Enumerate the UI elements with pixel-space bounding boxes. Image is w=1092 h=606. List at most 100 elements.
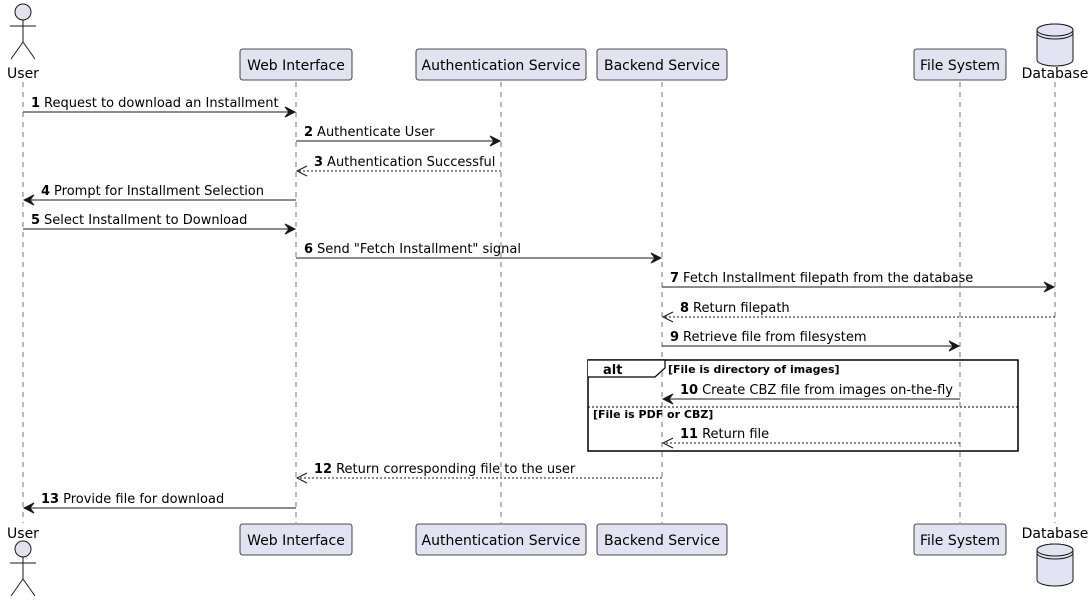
message-text: Return filepath [693, 301, 790, 316]
actor-head-icon [14, 540, 32, 558]
message-6: 6 Send "Fetch Installment" signal [296, 242, 663, 264]
message-text: Select Installment to Download [44, 213, 247, 228]
participant-web-top: Web Interface [239, 48, 353, 81]
participant-box [913, 48, 1007, 81]
message-11: 11 Return file [661, 427, 960, 449]
open-arrowhead-icon [661, 437, 674, 449]
participant-label-db: Database [1022, 526, 1089, 542]
message-number: 11 [680, 427, 698, 442]
filled-arrowhead-icon [650, 252, 663, 264]
participant-label-db: Database [1022, 66, 1089, 82]
participant-box [913, 523, 1007, 556]
message-text: Retrieve file from filesystem [683, 330, 866, 345]
participant-box [239, 48, 353, 81]
participant-fs-bottom: File System [913, 523, 1007, 556]
participant-label-backend: Backend Service [604, 533, 720, 549]
actor-head-icon [14, 3, 32, 21]
message-label: 7 Fetch Installment filepath from the dat… [670, 271, 973, 286]
open-arrowhead-icon [661, 311, 674, 323]
message-number: 4 [41, 184, 50, 199]
database-db: Database [1022, 23, 1089, 82]
message-number: 7 [670, 271, 679, 286]
message-label: 6 Send "Fetch Installment" signal [304, 242, 521, 257]
open-arrowhead-icon [295, 165, 308, 177]
participant-box [596, 48, 728, 81]
participant-web-bottom: Web Interface [239, 523, 353, 556]
message-7: 7 Fetch Installment filepath from the dat… [662, 271, 1056, 293]
participant-label-web: Web Interface [247, 533, 345, 549]
alt-tab [588, 359, 666, 378]
message-text: Return corresponding file to the user [336, 462, 576, 477]
alt-condition: [File is PDF or CBZ] [593, 408, 713, 421]
message-13: 13 Provide file for download [22, 492, 296, 514]
participant-box [596, 523, 728, 556]
filled-arrowhead-icon [22, 502, 35, 514]
message-label: 2 Authenticate User [304, 125, 435, 140]
participant-label-fs: File System [920, 58, 1000, 74]
participant-box [415, 523, 587, 556]
participant-box [239, 523, 353, 556]
message-text: Authenticate User [317, 125, 435, 140]
message-text: Return file [702, 427, 769, 442]
actor-user: User [7, 3, 39, 82]
message-label: 1 Request to download an Installment [31, 96, 279, 111]
filled-arrowhead-icon [284, 106, 297, 118]
message-label: 12 Return corresponding file to the user [314, 462, 576, 477]
database-db: Database [1022, 526, 1089, 587]
message-4: 4 Prompt for Installment Selection [22, 184, 296, 206]
filled-arrowhead-icon [22, 194, 35, 206]
message-number: 5 [31, 213, 40, 228]
message-number: 3 [314, 155, 323, 170]
filled-arrowhead-icon [489, 135, 502, 147]
filled-arrowhead-icon [948, 340, 961, 352]
message-text: Provide file for download [63, 492, 224, 507]
message-text: Authentication Successful [327, 155, 495, 170]
message-text: Create CBZ file from images on-the-fly [702, 383, 953, 398]
message-number: 12 [314, 462, 332, 477]
participant-label-auth: Authentication Service [422, 533, 581, 549]
participant-label-auth: Authentication Service [422, 58, 581, 74]
message-3: 3 Authentication Successful [295, 155, 501, 177]
message-number: 13 [41, 492, 59, 507]
filled-arrowhead-icon [661, 393, 674, 405]
message-text: Fetch Installment filepath from the data… [683, 271, 973, 286]
message-text: Request to download an Installment [44, 96, 279, 111]
alt-keyword: alt [603, 363, 622, 378]
alt-condition: [File is directory of images] [668, 363, 840, 376]
message-12: 12 Return corresponding file to the user [295, 462, 662, 484]
message-number: 2 [304, 125, 313, 140]
message-label: 5 Select Installment to Download [31, 213, 247, 228]
message-2: 2 Authenticate User [296, 125, 502, 147]
message-label: 4 Prompt for Installment Selection [41, 184, 264, 199]
participant-label-fs: File System [920, 533, 1000, 549]
message-text: Prompt for Installment Selection [54, 184, 264, 199]
filled-arrowhead-icon [1043, 281, 1056, 293]
message-8: 8 Return filepath [661, 301, 1055, 323]
message-9: 9 Retrieve file from filesystem [662, 330, 961, 352]
message-label: 11 Return file [680, 427, 769, 442]
message-label: 8 Return filepath [680, 301, 790, 316]
message-number: 8 [680, 301, 689, 316]
participant-label-user: User [7, 66, 39, 82]
message-number: 6 [304, 242, 313, 257]
participant-backend-top: Backend Service [596, 48, 728, 81]
participant-auth-top: Authentication Service [415, 48, 587, 81]
participant-label-web: Web Interface [247, 58, 345, 74]
participant-auth-bottom: Authentication Service [415, 523, 587, 556]
participant-label-user: User [7, 526, 39, 542]
message-text: Send "Fetch Installment" signal [317, 242, 521, 257]
message-1: 1 Request to download an Installment [23, 96, 297, 118]
participant-box [415, 48, 587, 81]
message-label: 13 Provide file for download [41, 492, 224, 507]
participant-label-backend: Backend Service [604, 58, 720, 74]
alt-fragment: alt [File is directory of images] [File is… [587, 359, 1019, 452]
message-5: 5 Select Installment to Download [23, 213, 297, 235]
message-number: 9 [670, 330, 679, 345]
message-number: 1 [31, 96, 40, 111]
actor-user: User [7, 526, 39, 597]
message-label: 9 Retrieve file from filesystem [670, 330, 866, 345]
message-label: 3 Authentication Successful [314, 155, 495, 170]
